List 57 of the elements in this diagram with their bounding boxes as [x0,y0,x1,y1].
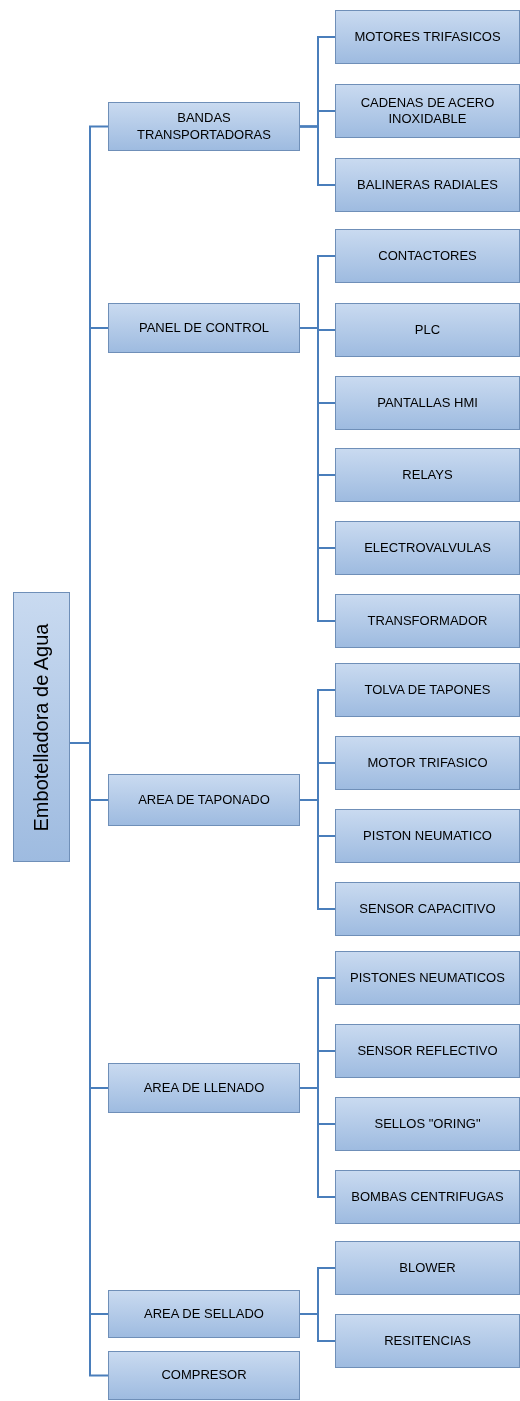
component-label: TRANSFORMADOR [367,612,488,630]
component-label: ELECTROVALVULAS [364,539,491,557]
component-label: PANEL DE CONTROL [139,319,269,337]
component-box [335,521,520,575]
component-label: PISTONES NEUMATICOS [350,969,505,987]
component-box [335,376,520,430]
component-box [108,102,300,151]
component-label: TOLVA DE TAPONES [364,681,491,699]
connector-line [299,1313,336,1342]
component-label: AREA DE SELLADO [144,1305,264,1323]
component-box [335,1170,520,1224]
component-box [108,1290,300,1338]
component-box [335,158,520,212]
component-box [335,594,520,648]
component-label: RESITENCIAS [384,1332,471,1350]
component-box [335,951,520,1005]
component-label: AREA DE LLENADO [143,1079,265,1097]
component-box [335,229,520,283]
component-label: BLOWER [399,1259,456,1277]
component-box [335,84,520,138]
component-label: SENSOR CAPACITIVO [359,900,496,918]
connector-line [299,799,336,910]
component-box [335,1314,520,1368]
component-box [335,663,520,717]
component-box [335,736,520,790]
component-label: MOTOR TRIFASICO [367,754,488,772]
component-label: MOTORES TRIFASICOS [354,28,501,46]
connector-line [299,327,336,622]
component-box [108,774,300,826]
component-label: BANDAS TRANSPORTADORAS [136,110,272,143]
component-label: BALINERAS RADIALES [357,176,498,194]
root-box [13,592,70,862]
root-label: Embotelladora de Agua [29,623,53,831]
component-label: PLC [414,321,441,339]
connector-line [299,125,336,186]
component-box [108,303,300,353]
component-label: CADENAS DE ACERO INOXIDABLE [359,94,496,128]
component-box [335,1024,520,1078]
component-box [335,448,520,502]
component-label: AREA DE TAPONADO [138,791,270,809]
component-label: PANTALLAS HMI [377,394,478,412]
component-box [335,303,520,357]
component-box [335,1241,520,1295]
component-box [108,1063,300,1113]
component-box [335,1097,520,1151]
component-label: CONTACTORES [378,247,477,265]
component-label: BOMBAS CENTRIFUGAS [351,1188,504,1206]
component-box [108,1351,300,1400]
component-label: COMPRESOR [161,1367,247,1384]
component-box [335,10,520,64]
component-box [335,809,520,863]
component-label: SELLOS "ORING" [374,1115,481,1133]
connector-line [299,1087,336,1198]
component-label: RELAYS [402,466,453,484]
component-box [335,882,520,936]
component-label: PISTON NEUMATICO [363,827,492,845]
component-label: SENSOR REFLECTIVO [357,1042,498,1060]
